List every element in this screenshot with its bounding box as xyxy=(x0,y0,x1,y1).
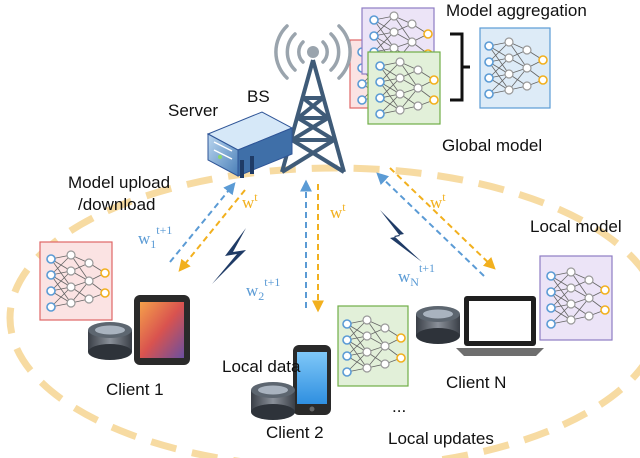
local-updates-label: Local updates xyxy=(388,429,494,448)
global-model-network xyxy=(479,27,551,109)
lightning-icon-left xyxy=(212,228,246,284)
upload-arrow-client-n xyxy=(376,172,485,277)
local-weight-label-client-2: w2t+1 xyxy=(246,275,280,303)
client-n-database-icon xyxy=(416,306,460,344)
download-arrow-client-n xyxy=(389,167,496,270)
signal-waves-icon xyxy=(274,24,352,80)
server-icon xyxy=(206,111,294,178)
global-weight-label-left: wt xyxy=(242,190,258,212)
local-weight-label-client-n: wNt+1 xyxy=(398,261,435,289)
client-2-local-updates-model xyxy=(337,305,409,387)
smartphone-icon xyxy=(293,345,331,415)
client-n-label: Client N xyxy=(446,373,506,392)
model-upload-label-line2: /download xyxy=(78,195,156,214)
local-model-label: Local model xyxy=(530,217,622,236)
model-upload-label-line1: Model upload xyxy=(68,173,170,192)
tablet-icon xyxy=(134,295,190,365)
client-n-local-model xyxy=(539,255,613,341)
global-model-label: Global model xyxy=(442,136,542,155)
model-aggregation-label: Model aggregation xyxy=(446,1,587,20)
lightning-icon-right xyxy=(380,210,422,262)
client-2-label: Client 2 xyxy=(266,423,324,442)
local-data-label: Local data xyxy=(222,357,301,376)
client-1-database-icon xyxy=(88,322,132,360)
base-station-tower-icon xyxy=(280,59,346,174)
download-arrow-client-1 xyxy=(178,189,246,272)
client-1-label: Client 1 xyxy=(106,380,164,399)
aggregation-bracket xyxy=(450,32,470,102)
upload-arrow-client-1 xyxy=(169,182,236,263)
aggregation-model-stack xyxy=(349,7,441,125)
bs-label: BS xyxy=(247,87,270,106)
client-2-database-icon xyxy=(251,382,295,420)
ellipsis-label: ... xyxy=(392,397,406,416)
client-1-local-model xyxy=(39,241,113,321)
laptop-icon xyxy=(456,296,544,356)
server-label: Server xyxy=(168,101,218,120)
global-weight-label-right: wt xyxy=(430,190,446,212)
global-weight-label-center: wt xyxy=(330,200,346,222)
local-weight-label-client-1: w1t+1 xyxy=(138,223,172,251)
